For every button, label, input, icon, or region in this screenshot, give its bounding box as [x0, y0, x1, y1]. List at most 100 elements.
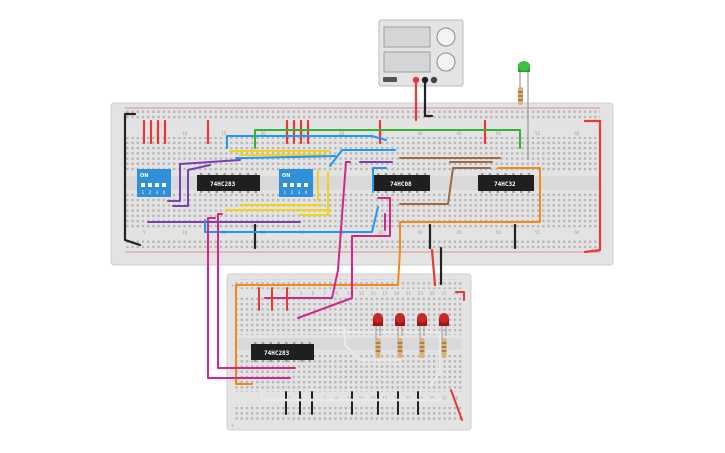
wire-supply-negative[interactable]	[423, 81, 434, 118]
dip-number: 4	[163, 190, 166, 195]
wire-small-white[interactable]	[260, 326, 444, 402]
wire-pullups-left[interactable]	[142, 119, 167, 145]
dip-right-on-label: ON	[282, 173, 290, 179]
current-knob[interactable]	[436, 52, 456, 72]
chip-pin	[423, 173, 427, 175]
output-leds	[373, 313, 449, 358]
red-led[interactable]	[395, 313, 405, 358]
small-column-number-bottom: 17	[382, 396, 388, 401]
ground-terminal[interactable]	[430, 76, 438, 84]
wire-ground-left[interactable]	[123, 112, 142, 247]
dip-number: 1	[284, 190, 287, 195]
chip-pin	[261, 342, 265, 344]
wire-yellow-bottom[interactable]	[225, 171, 331, 216]
wire-blue-top[interactable]	[226, 135, 387, 149]
voltage-knob[interactable]	[436, 27, 456, 47]
chip-pin	[223, 191, 226, 193]
wire-blue-link[interactable]	[329, 149, 396, 167]
wire-magenta-a[interactable]	[297, 197, 391, 319]
small-column-number-bottom: 19	[394, 396, 400, 401]
wire-vcc-right[interactable]	[583, 119, 602, 254]
chip-74hc283-secondary[interactable]: 74HC283	[251, 344, 314, 360]
chip-pin	[504, 173, 507, 175]
wire-magenta-b[interactable]	[264, 161, 351, 299]
wire-brown-bottom[interactable]	[399, 167, 491, 205]
small-column-number: 3	[300, 291, 303, 296]
column-number: 25	[300, 131, 306, 136]
column-number: 40	[417, 131, 423, 136]
bottom-power-rail	[125, 238, 600, 249]
chip-label-and: 74HC08	[390, 181, 412, 188]
chip-pin	[277, 342, 280, 344]
chip-pin	[384, 173, 388, 175]
small-column-number-bottom: 9	[335, 396, 338, 401]
dip-toggle-knob	[148, 179, 152, 183]
chip-pin	[377, 173, 380, 175]
wire-orange-long[interactable]	[235, 167, 541, 385]
chip-pin	[200, 191, 203, 193]
column-number: 45	[457, 131, 463, 136]
small-column-number-bottom: 23	[418, 396, 424, 401]
dip-number: 1	[142, 190, 145, 195]
small-column-number-bottom: 5	[312, 396, 315, 401]
wire-ground-chips[interactable]	[253, 223, 517, 250]
small-column-number: 11	[347, 291, 353, 296]
small-column-number: 5	[312, 291, 315, 296]
wire-blue-bottom[interactable]	[204, 206, 379, 233]
red-led[interactable]	[417, 313, 427, 358]
wire-small-gnd[interactable]	[285, 391, 419, 415]
resistor-icon	[375, 338, 381, 358]
wire-green-top[interactable]	[254, 129, 521, 149]
red-led[interactable]	[373, 313, 383, 358]
green-led[interactable]	[518, 61, 530, 160]
power-switch[interactable]	[383, 77, 397, 82]
column-number: 60	[574, 230, 580, 235]
chip-pin	[496, 191, 499, 193]
resistor-icon	[397, 338, 403, 358]
wire-purple-left-a[interactable]	[167, 159, 241, 202]
column-number: 45	[457, 230, 463, 235]
dip-toggle-knob	[155, 179, 159, 183]
column-number: 5	[143, 230, 146, 235]
chip-74hc32[interactable]: 74HC32	[478, 175, 534, 191]
dip-number: 2	[149, 190, 152, 195]
small-column-number: 9	[335, 291, 338, 296]
red-led[interactable]	[439, 313, 449, 358]
wire-small-power-red[interactable]	[450, 389, 463, 421]
wire-blue-chip2[interactable]	[372, 167, 387, 193]
chip-pin	[231, 191, 234, 193]
chip-pin	[207, 173, 211, 175]
small-minus-marker: +	[231, 423, 234, 428]
wire-magenta-d[interactable]	[217, 213, 296, 369]
chip-pin	[308, 360, 311, 362]
dip-toggle-knob	[304, 179, 308, 183]
wire-yellow-top[interactable]	[229, 150, 331, 156]
wire-brown-top[interactable]	[399, 157, 501, 163]
chip-pin	[277, 360, 280, 362]
wire-magenta-c[interactable]	[207, 217, 291, 379]
green-led-icon	[518, 61, 530, 71]
chip-pin	[400, 191, 403, 193]
chip-pin	[269, 342, 272, 344]
wire-purple-left-b[interactable]	[172, 164, 211, 207]
positive-terminal[interactable]	[412, 76, 420, 84]
wire-blue-mid[interactable]	[235, 155, 336, 159]
chip-pin	[408, 191, 411, 193]
wire-pullups-right[interactable]	[285, 119, 310, 145]
power-supply[interactable]	[378, 19, 464, 87]
chip-74hc08[interactable]: 74HC08	[374, 175, 430, 191]
chip-pin	[392, 191, 395, 193]
chip-74hc283-main[interactable]: 74HC283	[197, 175, 260, 191]
wire-vcc-to-small[interactable]	[430, 248, 437, 287]
chip-pin	[488, 173, 492, 175]
chip-pin	[254, 173, 257, 175]
negative-terminal[interactable]	[421, 76, 429, 84]
wire-small-vcc[interactable]	[258, 287, 288, 311]
wire-small-rail-red[interactable]	[455, 291, 465, 301]
chip-pin	[246, 191, 250, 193]
small-column-number-bottom: 25	[430, 396, 436, 401]
